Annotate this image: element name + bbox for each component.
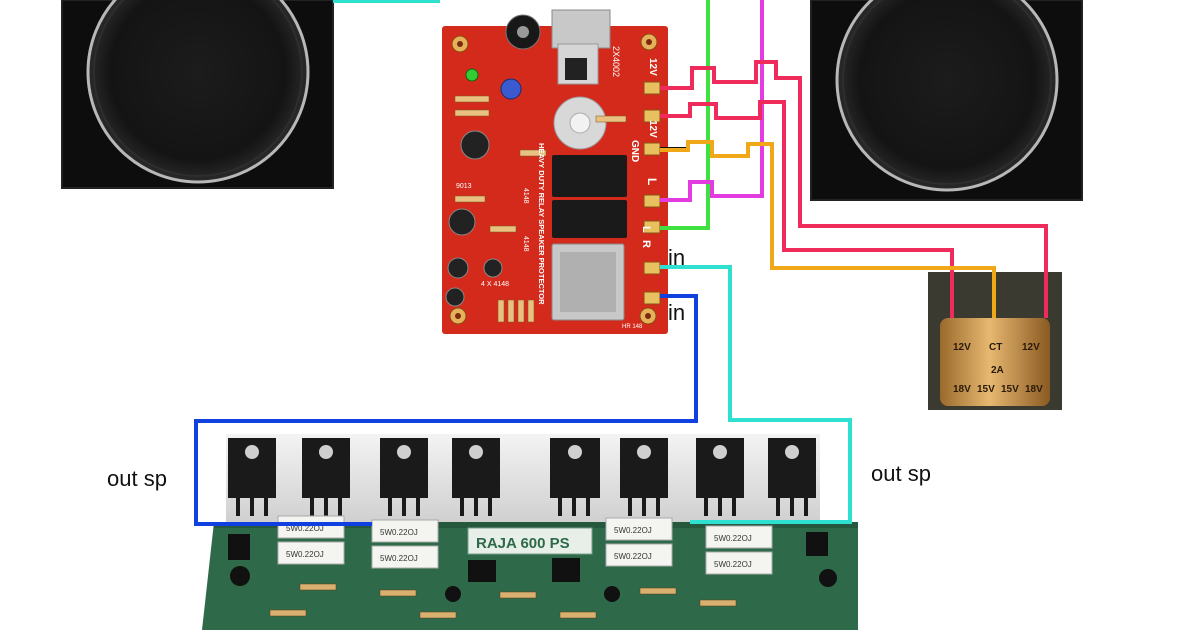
input-label-right: in [668,300,686,325]
right-speaker [810,0,1083,201]
transformer-label-12v-left: 12V [953,342,971,353]
board-transistor-label: 9013 [456,183,472,190]
wires [194,0,1048,526]
transformer-label-15v-left: 15V [977,384,995,395]
output-label-right: out sp [871,461,931,486]
resistor-label: 5W0.22OJ [286,550,324,559]
speaker-icon [835,0,1059,192]
transformer-label-18v-left: 18V [953,384,971,395]
resistor-label: 5W0.22OJ [714,560,752,569]
protector-board: 2X4002 12V 12V GND L L R HEAVY DUTY RELA… [442,9,668,334]
amp-board: 5W0.22OJ 5W0.22OJ 5W0.22OJ 5W0.22OJ 5W0.… [202,434,858,630]
wire-center-tap [660,140,996,318]
resistor-label: 5W0.22OJ [614,526,652,535]
resistor-label: 5W0.22OJ [286,524,324,533]
heatsink-icon [553,96,607,150]
transformer-label-12v-right: 12V [1022,342,1040,353]
pin-label-12v-b: 12V [647,120,658,138]
output-label-left: out sp [107,466,167,491]
pin-label-12v-a: 12V [647,58,658,76]
capacitor-icon [460,130,490,160]
transistor-icon [620,438,668,516]
transistor-icon [696,438,744,516]
wire-input-right [194,294,698,526]
transformer-label-ct: CT [989,342,1002,353]
transistor-icon [228,438,276,516]
capacitor-icon [483,258,503,278]
resistor-label: 5W0.22OJ [614,552,652,561]
transformer-label-18v-right: 18V [1025,384,1043,395]
resistor-label: 5W0.22OJ [380,554,418,563]
transistor-icon [302,438,350,516]
resistor-label: 5W0.22OJ [714,534,752,543]
pin-label-gnd: GND [629,140,640,162]
board-title: HEAVY DUTY RELAY SPEAKER PROTECTOR [537,143,546,305]
left-speaker [61,0,334,189]
wire-ac-12v-b [660,100,954,318]
wire-input-left [660,265,852,524]
speaker-icon [86,0,310,184]
heatsink-icon [551,9,611,85]
transistor-icon [452,438,500,516]
capacitor-icon [448,208,476,236]
transistor-icon [380,438,428,516]
capacitor-icon [447,257,469,279]
board-diode-label-c: 4 X 4148 [481,281,509,288]
pin-label-out-l: L [645,178,659,185]
transformer-rating: 2A [991,365,1004,376]
led-icon [465,68,479,82]
transistor-icon [550,438,600,516]
relay-icon [551,155,627,321]
board-code: HR 148 [622,324,643,330]
input-label-left: in [668,245,686,270]
wire-speaker-out-right [660,0,764,202]
amp-board-title: RAJA 600 PS [476,535,570,552]
capacitor-icon [500,78,522,100]
transistor-icon [768,438,816,516]
capacitor-icon [505,14,541,50]
pin-label-in-l: L [640,226,652,233]
wire-speaker-out-left [660,0,710,230]
transformer-label-15v-right: 15V [1001,384,1019,395]
board-diode-label-b: 4148 [522,236,529,252]
board-diode-label-a: 4148 [522,188,529,204]
board-diode-label: 2X4002 [611,46,621,77]
capacitor-icon [445,287,465,307]
resistor-label: 5W0.22OJ [380,528,418,537]
pin-label-in-r: R [640,240,652,248]
wire-ac-12v-a [660,60,1048,318]
